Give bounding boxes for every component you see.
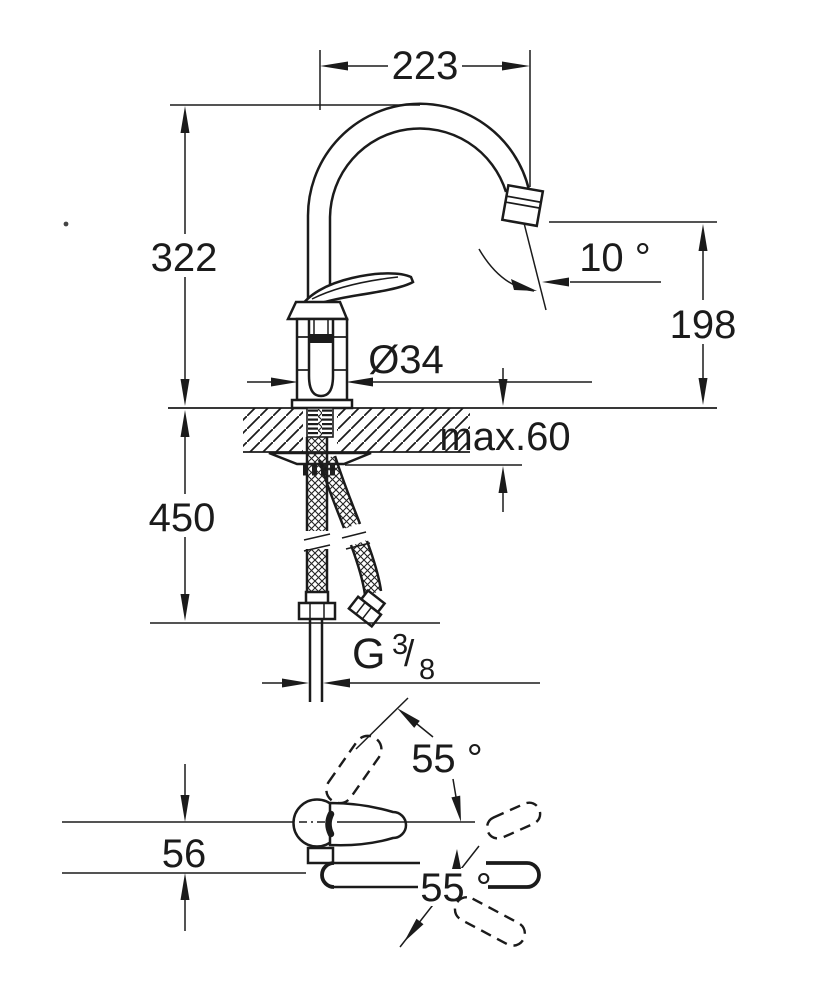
dim-axis-offset-label: 56 [162, 832, 207, 876]
water-flow-axis [523, 222, 547, 311]
dim-outlet-height: 198 [670, 224, 737, 405]
body-top-view [306, 846, 335, 865]
dim-spout-reach: 223 [320, 44, 530, 88]
handle-mark [325, 810, 335, 838]
dim-spout-swivel-label: 55 ° [420, 866, 492, 910]
spout-top-view [320, 861, 541, 889]
dim-handle-swivel-label: 55 ° [411, 737, 483, 781]
thread-letter: G [352, 630, 385, 678]
dim-outlet-height-label: 198 [670, 303, 737, 347]
faucet-side-view [168, 102, 717, 702]
dim-spout-reach-label: 223 [392, 44, 459, 88]
dim-axis-offset: 56 [162, 764, 207, 931]
faucet-top-view: 56 55 ° 55 ° [62, 697, 542, 948]
gooseneck-spout [306, 102, 531, 303]
dim-base-diameter: Ø34 [247, 338, 592, 387]
label-knockout [424, 868, 488, 906]
handle-tip-rotated-dashed [485, 801, 542, 840]
dim-handle-swivel: 55 ° [397, 708, 483, 822]
supply-hose-curved [317, 455, 387, 629]
dim-max-deck-thickness-label: max.60 [439, 415, 570, 459]
thread-numerator: 3 [392, 629, 408, 661]
thread-denominator: 8 [419, 654, 435, 686]
handle-lever-top [328, 801, 408, 847]
dim-spout-swivel: 55 ° [404, 849, 492, 942]
dim-base-diameter-label: Ø34 [368, 338, 444, 382]
spout-rotated-dashed [453, 896, 527, 947]
dimension-annotations: 223 322 10 ° 198 [149, 44, 737, 688]
handle-rotated-axis [355, 697, 409, 750]
faucet-body [286, 300, 354, 410]
dim-spout-angle-label: 10 ° [579, 236, 651, 280]
countertop-section [168, 407, 717, 453]
dim-hose-length: 450 [149, 410, 216, 621]
dim-overall-height-label: 322 [151, 236, 218, 280]
dim-thread-size: G 3 / 8 [262, 629, 540, 688]
dim-max-deck-thickness: max.60 [439, 368, 571, 512]
dim-spout-angle: 10 ° [478, 236, 661, 292]
aerator [500, 183, 545, 228]
print-speck [63, 221, 69, 227]
threaded-shank [306, 407, 334, 438]
handle-rotated-dashed [325, 734, 383, 805]
dim-overall-height: 322 [151, 106, 218, 406]
thread-slash: / [404, 633, 415, 674]
dim-hose-length-label: 450 [149, 496, 216, 540]
connection-pipe [308, 619, 324, 702]
